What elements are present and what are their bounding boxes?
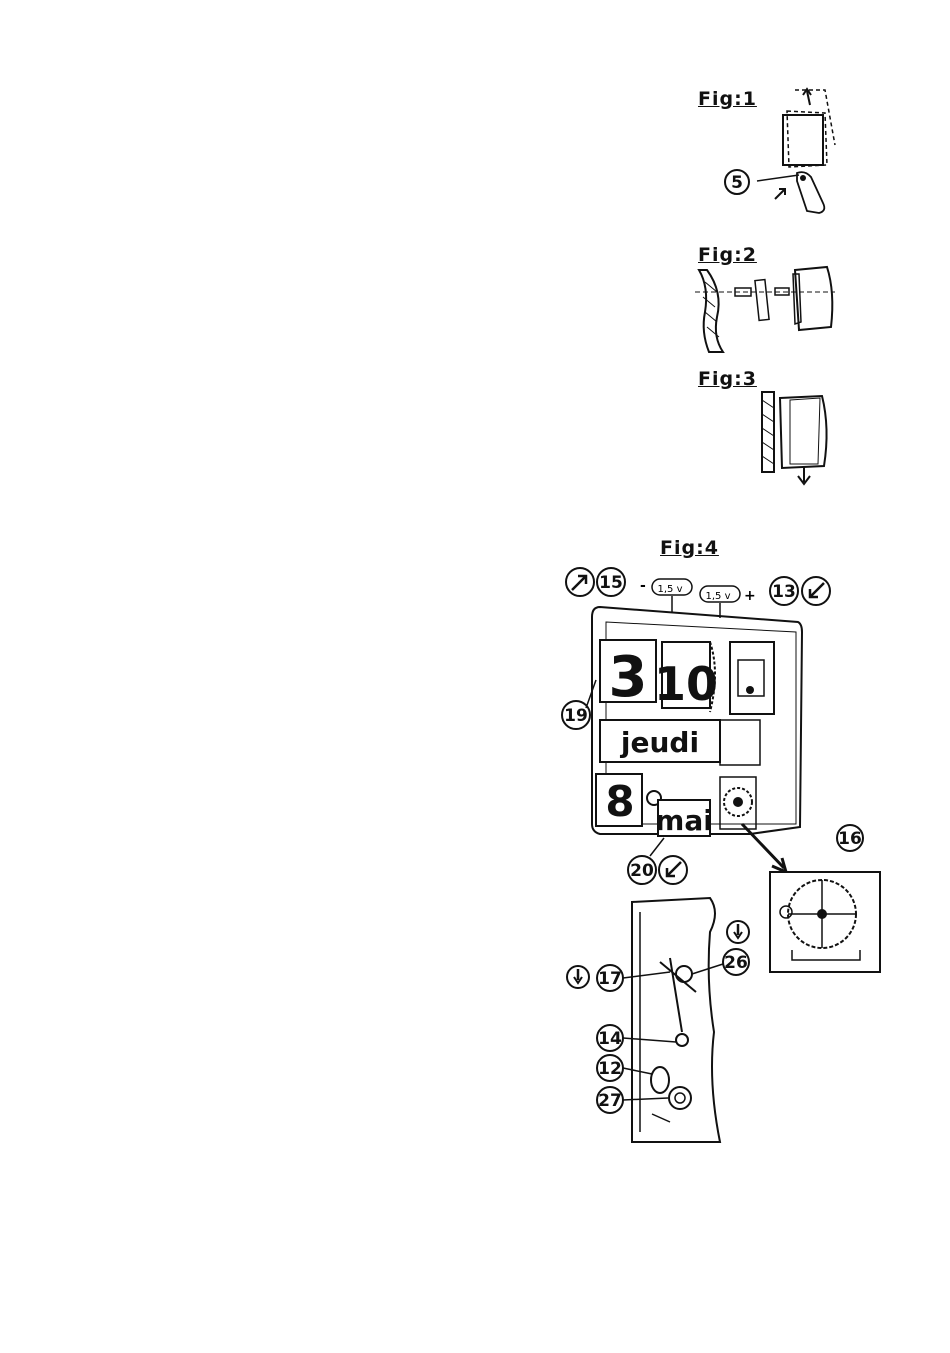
flap-day: 8 <box>605 777 634 826</box>
fig2-illustration <box>695 262 840 357</box>
fig4-callout-12: 12 <box>597 1055 623 1081</box>
fig4-callout-14: 14 <box>597 1025 623 1051</box>
fig4-callout-20-text: 20 <box>630 861 654 881</box>
fig4-callout-19: 19 <box>562 701 590 729</box>
fig3-illustration <box>760 388 840 488</box>
fig4-callout-19-text: 19 <box>564 706 588 726</box>
fig4-callout-17-text: 17 <box>598 969 622 989</box>
fig4-callout-27-text: 27 <box>598 1091 622 1111</box>
fig4-callout-27: 27 <box>597 1087 623 1113</box>
fig4-callout-20: 20 <box>628 856 656 884</box>
flap-minute: 10 <box>654 657 718 711</box>
fig4-illustration: 15 - 1,5 v 1,5 v + 13 3 10 jeudi 8 mai <box>560 562 890 1152</box>
fig1-callout-5-text: 5 <box>731 173 743 193</box>
plus-sign: + <box>744 588 756 604</box>
fig4-callout-13-text: 13 <box>772 582 796 602</box>
fig4-callout-26-text: 26 <box>724 953 748 973</box>
fig4-label: Fig:4 <box>660 537 719 559</box>
battery-left-text: 1,5 v <box>658 584 683 595</box>
fig3-label: Fig:3 <box>698 368 757 390</box>
fig4-callout-14-text: 14 <box>598 1029 622 1049</box>
arrow-up-right-icon <box>566 568 594 596</box>
fig4-callout-26: 26 <box>723 949 749 975</box>
exclamation-icon-right <box>727 921 749 943</box>
fig4-callout-15-text: 15 <box>599 573 623 593</box>
flap-weekday: jeudi <box>620 726 699 759</box>
battery-right-text: 1,5 v <box>706 591 731 602</box>
fig1-callout-5: 5 <box>722 167 752 197</box>
arrow-down-left-icon <box>802 577 830 605</box>
fig4-callout-12-text: 12 <box>598 1059 622 1079</box>
fig4-callout-17: 17 <box>597 965 623 991</box>
fig4-callout-16: 16 <box>837 825 863 851</box>
fig4-callout-13: 13 <box>770 577 798 605</box>
fig1-illustration <box>715 85 845 225</box>
battery-right-label: 1,5 v <box>700 586 740 602</box>
arrow-down-left-icon-2 <box>659 856 687 884</box>
battery-left-label: 1,5 v <box>652 579 692 595</box>
flap-month: mai <box>655 804 713 837</box>
exclamation-icon-left <box>567 966 589 988</box>
fig4-callout-16-text: 16 <box>838 829 862 849</box>
fig4-callout-15: 15 <box>597 568 625 596</box>
minus-sign: - <box>640 578 646 594</box>
flap-hour: 3 <box>609 645 648 710</box>
